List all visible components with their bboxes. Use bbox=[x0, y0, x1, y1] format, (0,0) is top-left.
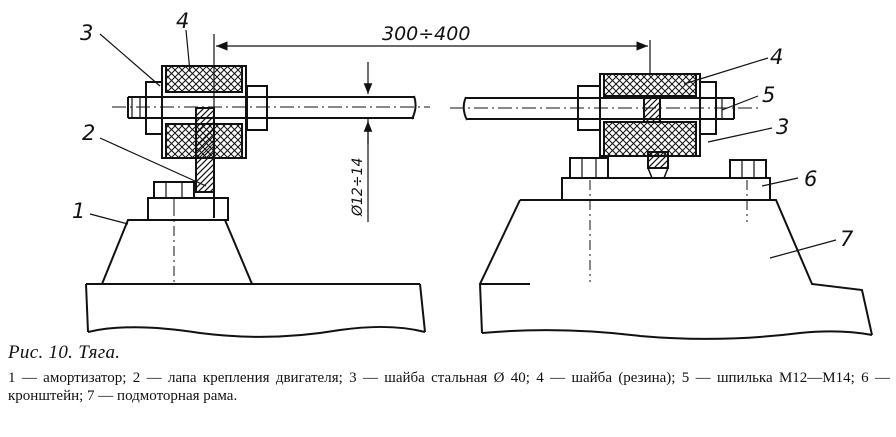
rod-right bbox=[462, 96, 735, 121]
rubber-left-bottom bbox=[165, 123, 243, 159]
left-assembly bbox=[85, 34, 430, 338]
washer-left-b bbox=[246, 85, 268, 131]
technical-drawing: 3 4 2 1 4 5 3 6 7 300÷400 Ø12÷14 bbox=[72, 9, 873, 340]
label-4-right: 4 bbox=[770, 45, 783, 69]
right-assembly bbox=[450, 40, 873, 340]
label-4-left: 4 bbox=[176, 9, 189, 33]
label-7: 7 bbox=[840, 227, 854, 251]
rubber-right-top bbox=[603, 73, 697, 97]
rod-left bbox=[127, 95, 417, 120]
rubber-right-bottom bbox=[603, 121, 697, 157]
figure-legend: 1 — амортизатор; 2 — лапа крепления двиг… bbox=[8, 370, 890, 404]
left-nut bbox=[153, 181, 195, 199]
rubber-left-top bbox=[165, 65, 243, 93]
leader-lines bbox=[89, 29, 837, 259]
label-1: 1 bbox=[72, 199, 85, 223]
span-dimension-label: 300÷400 bbox=[382, 23, 470, 45]
label-6: 6 bbox=[804, 167, 817, 191]
right-nut-a bbox=[569, 157, 609, 179]
left-top-block bbox=[147, 197, 229, 221]
diameter-dimension-label: Ø12÷14 bbox=[350, 158, 366, 217]
motor-frame bbox=[478, 199, 873, 336]
label-3-left: 3 bbox=[80, 21, 93, 45]
right-nut-b bbox=[729, 159, 767, 179]
right-top-plate bbox=[561, 177, 771, 201]
figure-caption: Рис. 10. Тяга. bbox=[8, 342, 121, 363]
washer-left-a bbox=[145, 81, 163, 135]
label-2: 2 bbox=[82, 121, 95, 145]
left-frame-base bbox=[85, 283, 426, 338]
label-5: 5 bbox=[762, 83, 775, 107]
label-3-right: 3 bbox=[776, 115, 789, 139]
amortizer-body-left bbox=[101, 219, 253, 285]
